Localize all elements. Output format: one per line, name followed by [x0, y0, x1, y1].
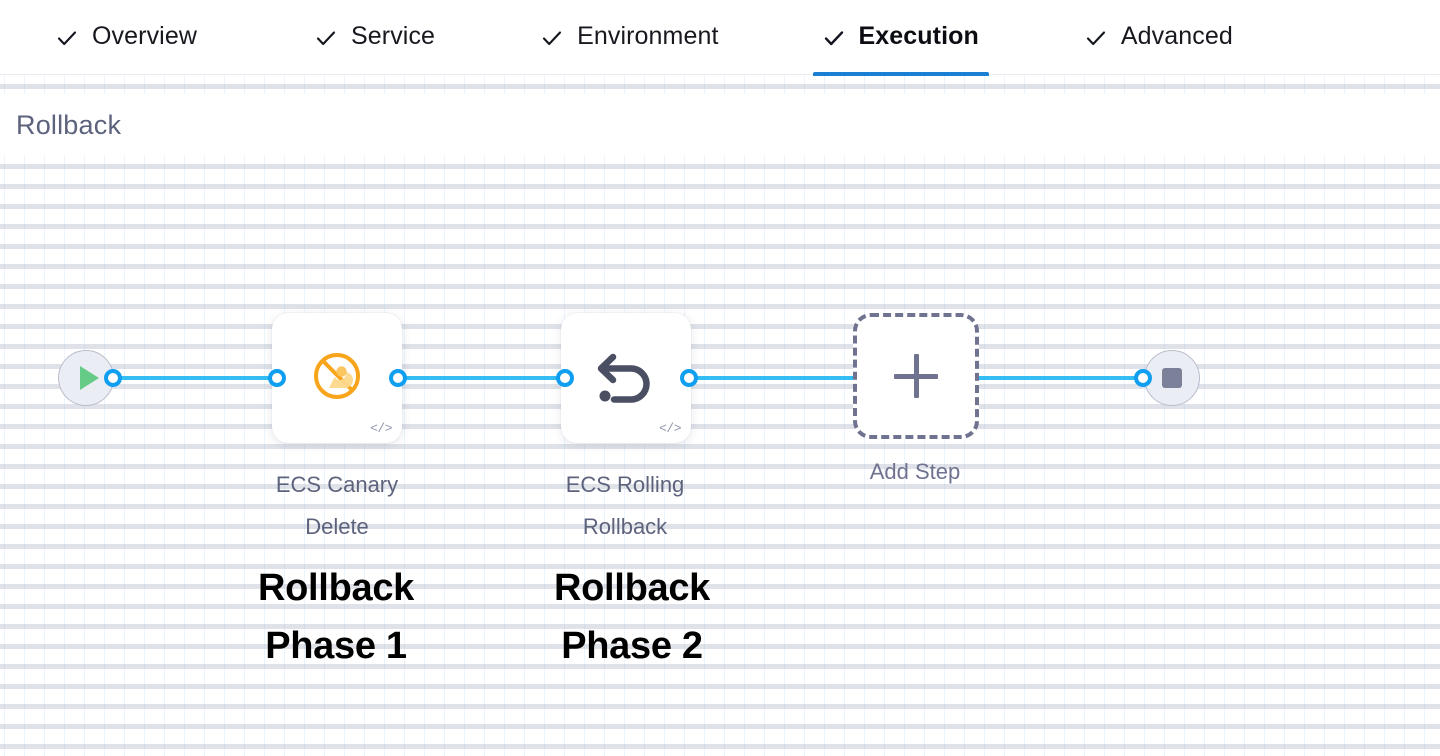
check-icon [56, 27, 78, 49]
code-badge-icon: </> [370, 421, 392, 436]
tab-active-underline [812, 72, 989, 77]
pipeline-tab-bar: Overview Service Environment [0, 0, 1440, 77]
check-icon [1085, 27, 1107, 49]
add-step-label: Add Step [869, 459, 961, 484]
port-step2-output[interactable] [680, 369, 698, 387]
annotation-line1: Rollback [258, 567, 414, 609]
annotation-rollback-phase-2: Rollback Phase 2 [472, 559, 792, 675]
port-step2-input[interactable] [556, 369, 574, 387]
tab-advanced[interactable]: Advanced [1075, 0, 1243, 75]
tab-execution[interactable]: Execution [812, 0, 989, 77]
tab-environment-label: Environment [577, 22, 719, 50]
check-icon [541, 27, 563, 49]
tab-overview[interactable]: Overview [46, 0, 207, 75]
step-node-ecs-canary-delete[interactable]: </> [272, 313, 402, 443]
connector-start-to-step1[interactable] [108, 376, 286, 380]
execution-flow-graph: </> </> [0, 76, 1440, 756]
tab-execution-label: Execution [858, 22, 979, 50]
check-icon [315, 27, 337, 49]
check-icon [823, 27, 845, 49]
step-caption-ecs-canary-delete: ECS Canary Delete [212, 464, 462, 548]
step-caption-line2: Rollback [582, 514, 668, 539]
tab-environment[interactable]: Environment [531, 0, 728, 75]
tab-service-label: Service [351, 22, 436, 50]
plus-icon [913, 354, 919, 398]
add-step-button[interactable] [853, 313, 979, 439]
stage-title: Rollback [16, 110, 122, 140]
annotation-rollback-phase-1: Rollback Phase 1 [176, 559, 496, 675]
pipeline-canvas[interactable]: Rollback </> [0, 76, 1440, 756]
port-start-output[interactable] [104, 369, 122, 387]
stop-icon [1162, 368, 1182, 388]
annotation-line2: Phase 2 [561, 625, 703, 667]
port-end-input[interactable] [1134, 369, 1152, 387]
connector-step1-to-step2[interactable] [395, 376, 573, 380]
annotation-line1: Rollback [554, 567, 710, 609]
tab-service[interactable]: Service [305, 0, 445, 75]
step-caption-line2: Delete [305, 514, 369, 539]
annotation-line2: Phase 1 [265, 625, 407, 667]
stage-title-band [0, 94, 1440, 156]
port-step1-input[interactable] [268, 369, 286, 387]
tab-overview-label: Overview [92, 22, 197, 50]
rollback-undo-icon [595, 347, 657, 410]
ecs-canary-delete-icon [311, 350, 363, 407]
step-caption-ecs-rolling-rollback: ECS Rolling Rollback [500, 464, 750, 548]
code-badge-icon: </> [659, 421, 681, 436]
tab-advanced-label: Advanced [1120, 22, 1233, 50]
play-icon [79, 366, 99, 390]
pipeline-end-node[interactable] [1144, 350, 1200, 406]
step-caption-line1: ECS Canary [275, 472, 399, 497]
step-node-ecs-rolling-rollback[interactable]: </> [561, 313, 691, 443]
step-caption-line1: ECS Rolling [565, 472, 685, 497]
port-step1-output[interactable] [389, 369, 407, 387]
